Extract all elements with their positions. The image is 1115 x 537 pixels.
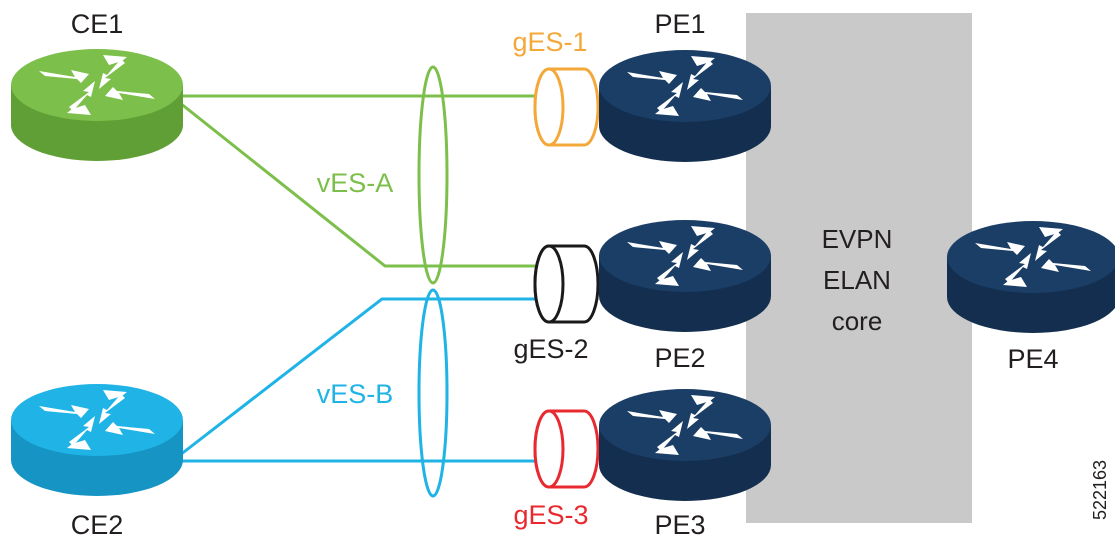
- core-label-line-2: ELAN: [823, 265, 891, 295]
- pe2-router-icon[interactable]: [599, 220, 771, 332]
- ges-3-port-icon: [533, 409, 600, 489]
- figure-id: 522163: [1090, 460, 1110, 520]
- ce2-links: [179, 297, 536, 463]
- pe1-label: PE1: [654, 9, 705, 39]
- link-ce2-pe2: [179, 297, 536, 457]
- link-ce1-pe2: [179, 101, 536, 268]
- pe4-router-icon[interactable]: [947, 221, 1115, 333]
- ges-1-port-icon: [533, 67, 600, 147]
- pe3-label: PE3: [654, 510, 705, 537]
- ges-2-label: gES-2: [513, 334, 588, 364]
- ce1-router-icon[interactable]: [11, 49, 183, 161]
- pe3-router-icon[interactable]: [599, 389, 771, 501]
- ves-b-ellipse-icon: [417, 288, 449, 498]
- ves-b-label: vES-B: [317, 379, 394, 409]
- pe4-label: PE4: [1007, 344, 1058, 374]
- ce1-label: CE1: [71, 9, 124, 39]
- core-label-line-3: core: [832, 306, 883, 336]
- ges-2-port-icon: [533, 244, 600, 324]
- ges-3-label: gES-3: [513, 500, 588, 530]
- pe2-label: PE2: [654, 343, 705, 373]
- core-label-line-1: EVPN: [822, 224, 893, 254]
- ges-1-label: gES-1: [512, 27, 587, 57]
- ves-a-ellipse-icon: [417, 65, 449, 285]
- ce2-label: CE2: [71, 510, 124, 537]
- pe1-router-icon[interactable]: [599, 50, 771, 162]
- ce2-router-icon[interactable]: [11, 384, 183, 496]
- evpn-core-region: [746, 13, 972, 523]
- ce1-links: [179, 94, 536, 268]
- ves-a-label: vES-A: [317, 168, 394, 198]
